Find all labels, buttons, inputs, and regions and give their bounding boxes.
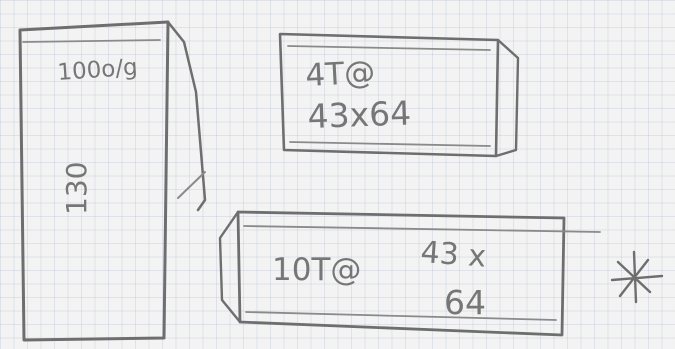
tall-box-top-label: 100o/g [57, 54, 139, 86]
small-box-line1: 4T@ [305, 54, 376, 94]
wide-box: 10T@ 43 x 64 [220, 212, 600, 335]
small-box-side [496, 40, 518, 156]
tall-box-inner-edge [23, 40, 160, 42]
wide-box-right-top: 43 x [419, 235, 487, 274]
asterisk-strokes [612, 252, 662, 302]
tall-box-stroke [178, 172, 205, 198]
tall-box-side [168, 22, 205, 210]
tall-box-side-label: 130 [60, 162, 93, 215]
small-box-line2: 43x64 [307, 93, 412, 136]
wide-box-left-label: 10T@ [272, 252, 361, 288]
small-box: 4T@ 43x64 [280, 34, 518, 156]
asterisk-mark [612, 252, 662, 302]
wide-box-right-bottom: 64 [444, 283, 486, 322]
tall-box: 100o/g 130 [20, 22, 205, 340]
